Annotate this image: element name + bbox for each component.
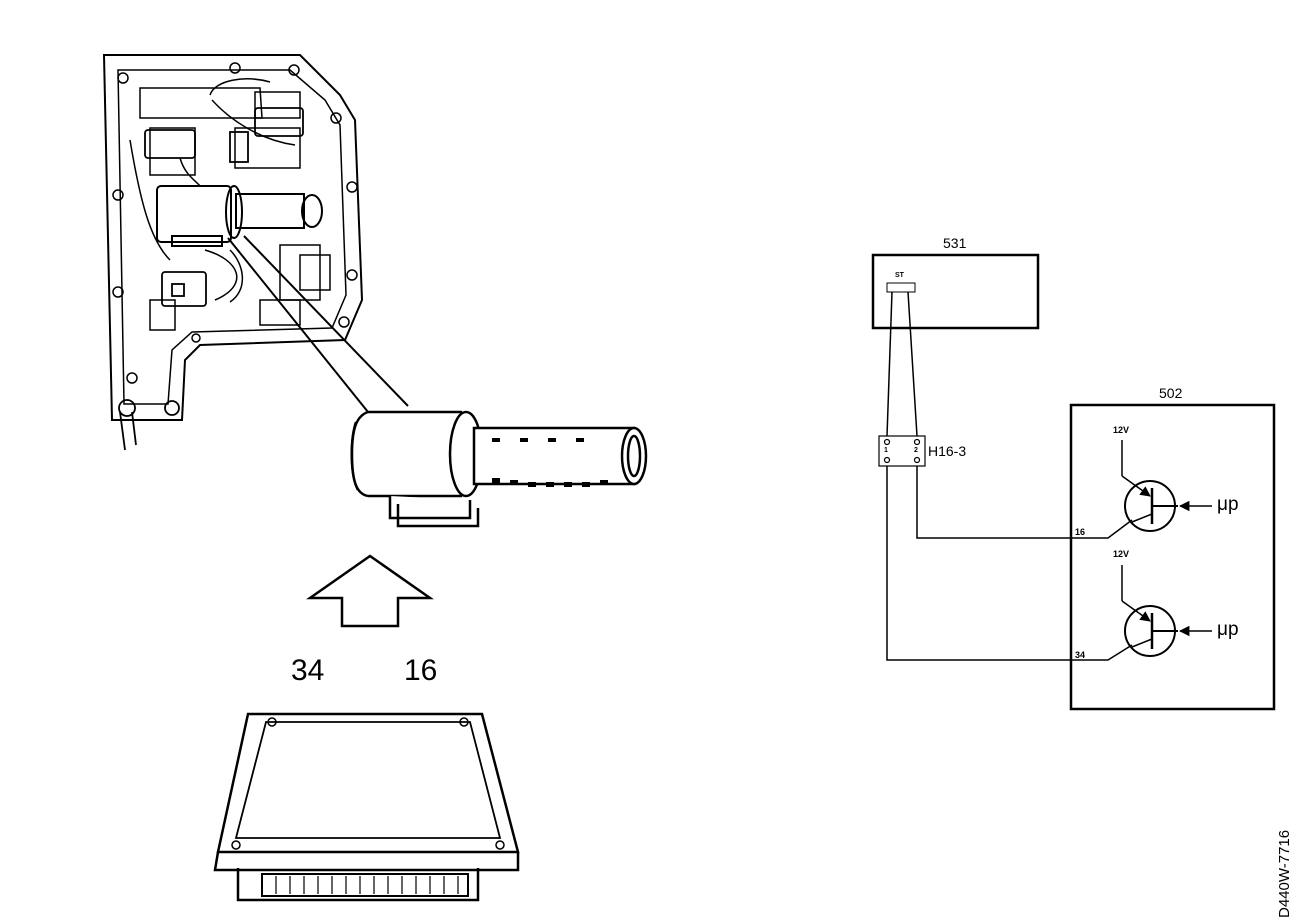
module-531-pin-label: ST [895,272,904,279]
module-531-label: 531 [943,235,967,251]
supply-12v-top: 12V [1113,425,1130,435]
microprocessor-input-bottom: μp [1217,619,1239,640]
schematic [871,253,1276,711]
housing-bolt-holes [112,62,358,384]
transistor-bottom [1121,565,1212,657]
control-unit-illustration [213,712,520,902]
connector-h16-3 [878,435,926,467]
solenoid-in-situ [156,185,323,247]
pin-16-label: 16 [1075,527,1086,537]
up-arrow [306,554,434,628]
connector-pin-1: 1 [884,447,888,454]
solenoid-enlarged [350,410,648,528]
callout-pin-16: 16 [404,654,438,687]
internal-passages [129,87,331,331]
transistor-top [1121,440,1212,532]
module-502-label: 502 [1159,385,1183,401]
module-502-box [1069,403,1276,711]
module-531-pins [886,282,916,293]
callout-pin-34: 34 [291,654,325,687]
figure-id: D440W-7716 [1276,829,1293,918]
module-531-box [871,253,1040,330]
wire-harness [179,78,271,301]
microprocessor-input-top: μp [1217,494,1239,515]
dipstick-tube [118,399,180,451]
connector-label: H16-3 [928,443,967,459]
solenoid-slots [492,438,608,487]
wiring-connector-top [144,107,304,307]
connector-pin-2: 2 [914,447,918,454]
leader-lines [227,235,409,413]
supply-12v-bottom: 12V [1113,549,1130,559]
valve-body-illustration [102,54,364,451]
connector-pins [275,876,459,894]
wires [886,291,1133,661]
pin-34-label: 34 [1075,650,1086,660]
